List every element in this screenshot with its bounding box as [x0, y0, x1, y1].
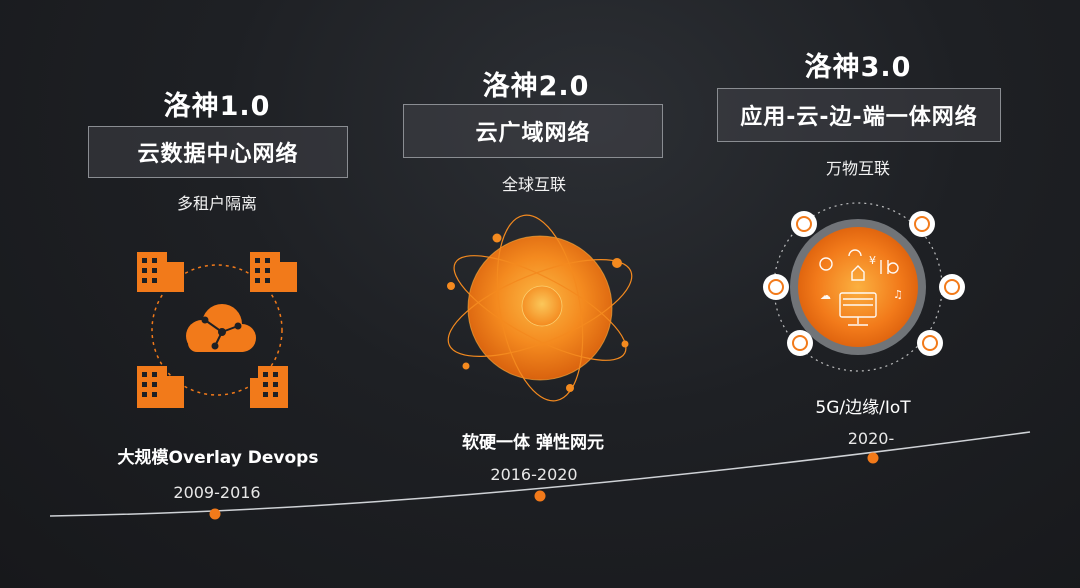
device-node-icon [763, 211, 965, 356]
timeline-dot-2 [534, 490, 546, 502]
stage-3-years: 2020- [847, 429, 895, 448]
global-orbit-icon [447, 214, 633, 402]
building-icon [137, 252, 184, 292]
stage-2-box-label: 云广域网络 [403, 104, 663, 158]
stage-3-feature: 5G/边缘/IoT [815, 398, 911, 418]
stage-2-title: 洛神2.0 [482, 71, 590, 102]
timeline-dot-3 [867, 452, 879, 464]
stage-3-box-label: 应用-云-边-端一体网络 [717, 88, 1001, 142]
svg-text:♫: ♫ [893, 288, 903, 301]
stage-2-years: 2016-2020 [490, 465, 578, 484]
stage-1-subtitle: 多租户隔离 [176, 194, 257, 213]
building-icon [250, 252, 297, 292]
stage-1-years: 2009-2016 [173, 483, 261, 502]
timeline-dot-1 [209, 508, 221, 520]
cloud-network-icon [151, 264, 283, 396]
stage-1-feature: 大规模Overlay Devops [117, 448, 319, 468]
stage-1-title: 洛神1.0 [163, 91, 271, 122]
stage-1-box-label: 云数据中心网络 [88, 126, 348, 178]
stage-2-feature: 软硬一体 弹性网元 [462, 433, 604, 453]
iot-hub-icon: ¥ ☁ ♫ [763, 202, 965, 372]
timeline-curve [49, 431, 1031, 517]
stage-2-subtitle: 全球互联 [501, 175, 566, 194]
svg-text:☁: ☁ [820, 289, 831, 302]
stage-3-title: 洛神3.0 [804, 52, 912, 83]
stage-3-subtitle: 万物互联 [825, 159, 890, 178]
svg-text:¥: ¥ [869, 254, 876, 267]
building-icon [250, 366, 288, 408]
building-icon [137, 366, 184, 408]
